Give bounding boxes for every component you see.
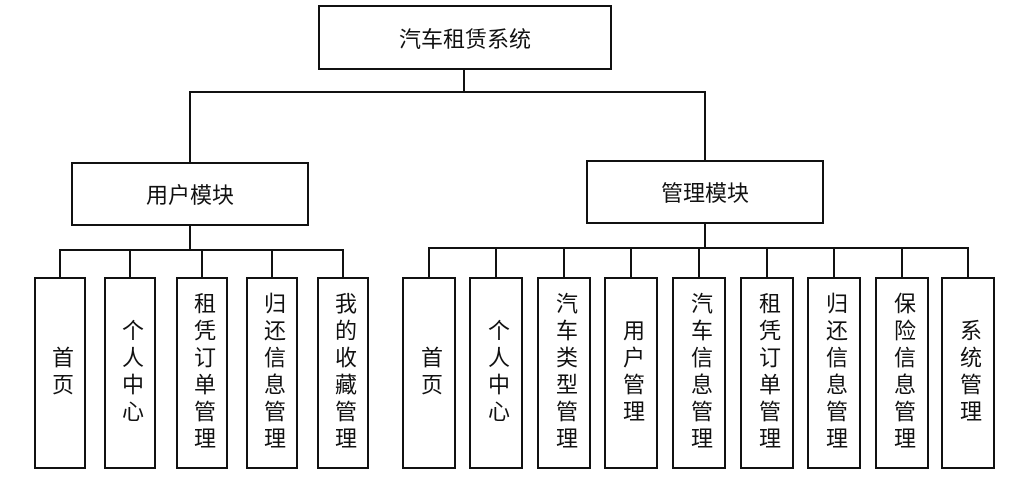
node-label: 租凭订单管理 <box>190 292 215 454</box>
node-label: 保险信息管理 <box>890 292 915 454</box>
node-label: 租凭订单管理 <box>755 292 780 454</box>
node-label: 我的收藏管理 <box>331 292 356 454</box>
node-label: 首页 <box>417 346 442 400</box>
node-label: 汽车类型管理 <box>552 292 577 454</box>
connector-admin-child-6 <box>833 247 835 278</box>
connector-module-bar <box>189 91 706 93</box>
connector-user-child-4 <box>342 249 344 278</box>
root-label: 汽车租赁系统 <box>398 27 531 53</box>
node-label: 汽车信息管理 <box>687 292 712 454</box>
user-child-node: 我的收藏管理 <box>317 277 369 469</box>
admin-module-label: 管理模块 <box>660 182 749 207</box>
admin-child-node: 首页 <box>402 277 456 469</box>
admin-child-node: 个人中心 <box>469 277 523 469</box>
connector-user-child-2 <box>201 249 203 278</box>
admin-child-node: 归还信息管理 <box>807 277 861 469</box>
root-node: 汽车租赁系统 <box>318 5 612 70</box>
connector-admin-module-down <box>704 224 706 248</box>
node-label: 系统管理 <box>956 319 981 427</box>
user-module-label: 用户模块 <box>145 184 234 209</box>
node-label: 归还信息管理 <box>822 292 847 454</box>
connector-admin-child-0 <box>428 247 430 278</box>
connector-admin-child-7 <box>901 247 903 278</box>
node-label: 用户管理 <box>619 319 644 427</box>
node-label: 个人中心 <box>484 319 509 427</box>
node-label: 个人中心 <box>118 319 143 427</box>
user-module-node: 用户模块 <box>71 162 309 226</box>
node-label: 首页 <box>48 346 73 400</box>
connector-user-module-down <box>189 226 191 250</box>
user-child-node: 归还信息管理 <box>246 277 298 469</box>
admin-child-node: 用户管理 <box>604 277 658 469</box>
connector-user-child-1 <box>129 249 131 278</box>
admin-child-node: 租凭订单管理 <box>740 277 794 469</box>
connector-admin-child-1 <box>495 247 497 278</box>
connector-user-child-0 <box>59 249 61 278</box>
admin-child-node: 汽车类型管理 <box>537 277 591 469</box>
connector-to-user-module <box>189 91 191 162</box>
connector-admin-child-5 <box>766 247 768 278</box>
user-child-node: 个人中心 <box>104 277 156 469</box>
admin-module-node: 管理模块 <box>586 160 824 224</box>
user-child-node: 租凭订单管理 <box>176 277 228 469</box>
connector-to-admin-module <box>704 91 706 161</box>
connector-admin-child-3 <box>630 247 632 278</box>
connector-user-child-3 <box>271 249 273 278</box>
admin-child-node: 汽车信息管理 <box>672 277 726 469</box>
connector-root-down <box>463 69 465 92</box>
connector-admin-child-8 <box>967 247 969 278</box>
connector-admin-child-2 <box>563 247 565 278</box>
connector-admin-child-4 <box>698 247 700 278</box>
admin-child-node: 系统管理 <box>941 277 995 469</box>
admin-child-node: 保险信息管理 <box>875 277 929 469</box>
user-child-node: 首页 <box>34 277 86 469</box>
node-label: 归还信息管理 <box>260 292 285 454</box>
